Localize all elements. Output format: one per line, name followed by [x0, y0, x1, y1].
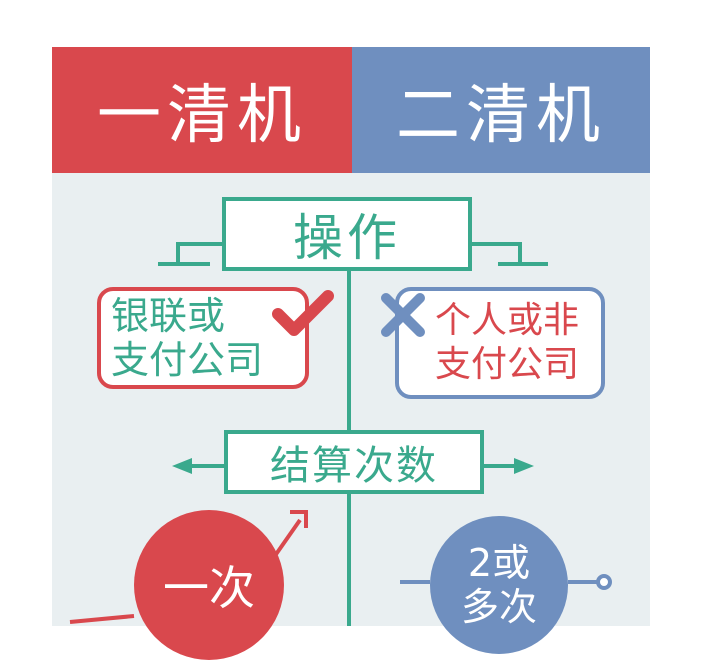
header-title-first-clearing: 一清机 — [52, 47, 352, 173]
multiple-times-circle: 2或 多次 — [430, 516, 568, 654]
arrow-left-icon — [172, 458, 192, 474]
cross-icon — [381, 293, 425, 337]
settlement-count-box: 结算次数 — [224, 430, 484, 494]
no-branch-line2: 支付公司 — [435, 344, 580, 385]
header-title-second-clearing: 二清机 — [352, 47, 650, 173]
yes-branch-box: 银联或 支付公司 — [97, 287, 309, 389]
check-icon — [272, 290, 334, 336]
multiple-line1: 2或 — [467, 541, 531, 585]
multiple-line2: 多次 — [460, 585, 537, 629]
arrow-up-icon — [290, 510, 308, 528]
no-branch-line1: 个人或非 — [435, 300, 580, 341]
once-circle: 一次 — [134, 510, 284, 660]
yes-branch-line2: 支付公司 — [111, 338, 264, 382]
operation-box: 操作 — [222, 197, 472, 271]
no-branch-box: 个人或非 支付公司 — [395, 287, 605, 399]
yes-branch-line1: 银联或 — [111, 294, 226, 338]
arrow-right-icon — [514, 458, 534, 474]
